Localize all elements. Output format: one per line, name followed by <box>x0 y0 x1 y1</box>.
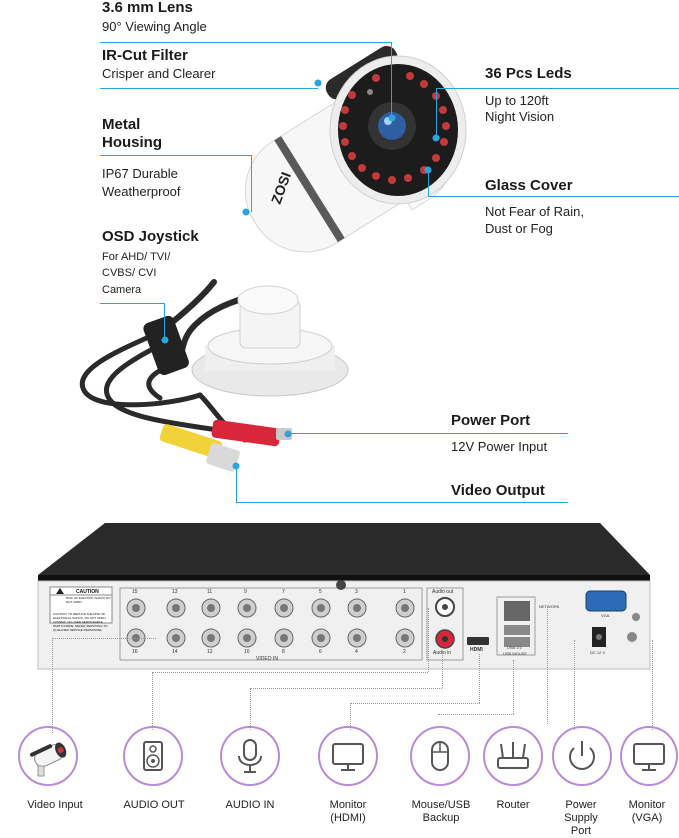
bnc-number: 1 <box>403 589 406 595</box>
caution-title: CAUTION <box>76 589 99 595</box>
metal-title-2: Housing <box>102 134 162 151</box>
bnc-number: 15 <box>132 589 138 595</box>
ircut-desc: Crisper and Clearer <box>102 66 216 81</box>
lens-desc: 90° Viewing Angle <box>102 19 207 34</box>
video-input-icon <box>18 726 78 786</box>
usb-label: USB MOUSE <box>503 651 528 656</box>
camera-illustration: ZOSI <box>80 45 467 472</box>
video-in-numbers-bottom: 16 14 12 10 8 6 4 2 <box>126 649 416 657</box>
port-label-monitor-vga: Monitor(VGA) <box>628 799 666 824</box>
glass-desc-1: Not Fear of Rain, <box>485 204 584 219</box>
bnc-number: 13 <box>172 589 178 595</box>
usb-sub-label: USB 2.0 <box>507 645 522 650</box>
dvr-illustration <box>37 523 651 670</box>
glass-title: Glass Cover <box>485 177 573 194</box>
glass-desc-2: Dust or Fog <box>485 221 553 236</box>
dc-label: DC 12 V <box>590 650 606 655</box>
port-label-audio-out: AUDIO OUT <box>123 799 185 811</box>
video-in-numbers-top: 15 13 11 9 7 5 3 1 <box>126 589 416 597</box>
bnc-number: 12 <box>207 649 213 655</box>
bnc-number: 10 <box>244 649 250 655</box>
port-label-router: Router <box>496 799 530 811</box>
leds-desc-2: Night Vision <box>485 109 555 124</box>
osd-desc-3: Camera <box>102 284 142 296</box>
router-icon <box>483 726 543 786</box>
bnc-number: 14 <box>172 649 178 655</box>
bnc-number: 16 <box>132 649 138 655</box>
video-output-title: Video Output <box>451 482 545 499</box>
bnc-number: 3 <box>355 589 358 595</box>
lens-title: 3.6 mm Lens <box>102 0 193 16</box>
bnc-number: 11 <box>207 589 213 595</box>
bnc-number: 8 <box>282 649 285 655</box>
leds-title: 36 Pcs Leds <box>485 65 572 82</box>
audio-out-label: Audio out <box>432 589 454 595</box>
speaker-icon <box>123 726 183 786</box>
port-label-monitor-hdmi: Monitor(HDMI) <box>329 799 367 824</box>
audio-in-label: Audio in <box>433 650 452 656</box>
port-label-video-input: Video Input <box>27 799 83 811</box>
monitor-vga-icon <box>620 726 678 786</box>
bnc-number: 5 <box>319 589 322 595</box>
port-label-audio-in: AUDIO IN <box>225 799 275 811</box>
osd-desc-1: For AHD/ TVI/ <box>102 251 171 263</box>
osd-title: OSD Joystick <box>102 228 199 245</box>
ircut-title: IR-Cut Filter <box>102 47 188 64</box>
power-icon <box>552 726 612 786</box>
monitor-hdmi-icon <box>318 726 378 786</box>
caution-body: CAUTION: TO REDUCE THE RISK OF ELECTRICA… <box>53 612 108 632</box>
power-title: Power Port <box>451 412 531 429</box>
osd-desc-2: CVBS/ CVI <box>102 267 157 279</box>
hdmi-label: HDMI <box>470 647 483 653</box>
bnc-number: 2 <box>403 649 406 655</box>
metal-desc-2: Weatherproof <box>102 184 181 199</box>
leds-desc-1: Up to 120ft <box>485 93 549 108</box>
microphone-icon <box>220 726 280 786</box>
metal-desc-1: IP67 Durable <box>102 166 178 181</box>
network-label: NETWORK <box>539 604 560 609</box>
power-desc: 12V Power Input <box>451 439 548 454</box>
caution-text: RISK OF ELECTRIC SHOCK DO NOT OPEN <box>66 596 111 604</box>
bnc-number: 6 <box>319 649 322 655</box>
vga-label: VGA <box>601 613 610 618</box>
bnc-number: 9 <box>244 589 247 595</box>
video-in-label: VIDEO IN <box>256 656 278 662</box>
metal-title-1: Metal <box>102 116 141 133</box>
mouse-icon <box>410 726 470 786</box>
bnc-number: 4 <box>355 649 358 655</box>
bnc-number: 7 <box>282 589 285 595</box>
